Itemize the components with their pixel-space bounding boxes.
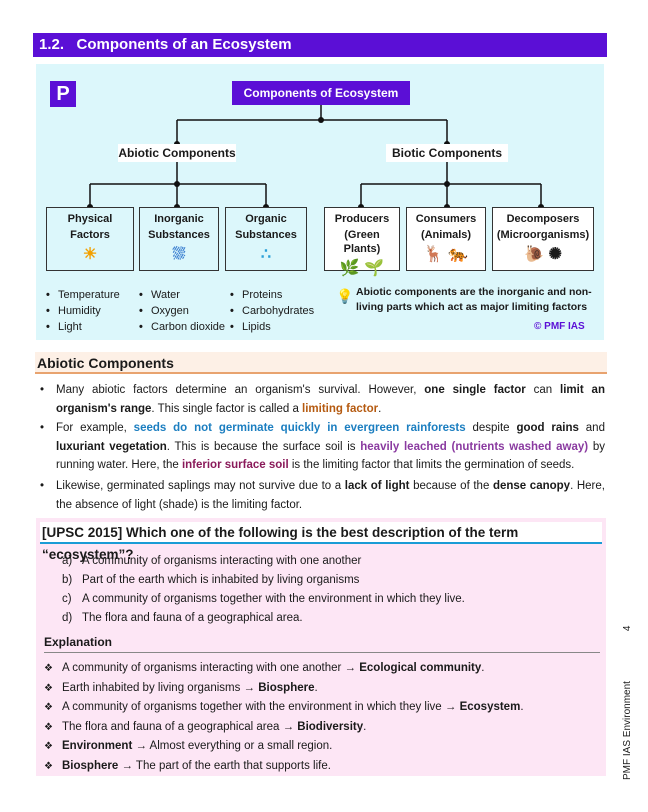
leaf-organic-substances: Organic Substances ∴ bbox=[225, 207, 307, 271]
section-header: 1.2. Components of an Ecosystem bbox=[33, 33, 607, 57]
leaf-line2: Substances bbox=[148, 229, 210, 241]
list-item: Earth inhabited by living organisms → Bi… bbox=[44, 679, 524, 699]
abiotic-node: Abiotic Components bbox=[118, 144, 236, 162]
leaf-consumers: Consumers (Animals) 🦌 🐅 bbox=[406, 207, 486, 271]
question-box: [UPSC 2015] Which one of the following i… bbox=[36, 518, 606, 776]
explanation-list: A community of organisms interacting wit… bbox=[44, 659, 524, 776]
leaf-line1: Decomposers bbox=[506, 213, 580, 225]
bullet-icon: • bbox=[40, 422, 45, 434]
leaf-line2: Factors bbox=[70, 229, 110, 241]
list-item: The flora and fauna of a geographical ar… bbox=[44, 718, 524, 738]
page-number: 4 bbox=[622, 625, 633, 632]
pmf-logo: P bbox=[50, 81, 76, 107]
leaf-line1: Inorganic bbox=[154, 213, 204, 225]
organic-list: Proteins Carbohydrates Lipids bbox=[230, 287, 314, 335]
options-list: a)A community of organisms interacting w… bbox=[62, 552, 465, 628]
option-c: c)A community of organisms together with… bbox=[62, 593, 465, 605]
lightbulb-icon: 💡 bbox=[336, 288, 354, 304]
leaf-line1: Producers bbox=[334, 213, 390, 225]
paragraph-2: • For example, seeds do not germinate qu… bbox=[40, 419, 605, 475]
leaf-line2: Substances bbox=[235, 229, 297, 241]
option-d: d)The flora and fauna of a geographical … bbox=[62, 612, 303, 624]
biotic-node: Biotic Components bbox=[386, 144, 508, 162]
list-item: Biosphere → The part of the earth that s… bbox=[44, 757, 524, 777]
book-title: PMF IAS Environment bbox=[622, 681, 633, 780]
leaf-line2: (Microorganisms) bbox=[496, 229, 590, 241]
list-item: Humidity bbox=[46, 303, 120, 319]
leaf-line1: Organic bbox=[245, 213, 287, 225]
list-item: Proteins bbox=[230, 287, 314, 303]
rain-cloud-icon: ⛆ bbox=[172, 246, 186, 263]
bullet-icon: • bbox=[40, 384, 45, 396]
copyright: © PMF IAS bbox=[534, 321, 585, 332]
list-item: A community of organisms together with t… bbox=[44, 698, 524, 718]
physical-factors-list: Temperature Humidity Light bbox=[46, 287, 120, 335]
paragraph-1: • Many abiotic factors determine an orga… bbox=[40, 381, 605, 418]
leaf-producers: Producers (Green Plants) 🌿 🌱 bbox=[324, 207, 400, 277]
root-node: Components of Ecosystem bbox=[232, 81, 410, 105]
list-item: Oxygen bbox=[139, 303, 225, 319]
weather-icon: ☀ bbox=[82, 246, 98, 263]
list-item: Lipids bbox=[230, 319, 314, 335]
leaf-line2: (Animals) bbox=[420, 229, 472, 241]
leaf-inorganic-substances: Inorganic Substances ⛆ bbox=[139, 207, 219, 271]
leaf-line1: Physical bbox=[67, 213, 113, 225]
section-title: Components of an Ecosystem bbox=[76, 36, 292, 53]
paragraph-3: • Likewise, germinated saplings may not … bbox=[40, 477, 605, 514]
inorganic-list: Water Oxygen Carbon dioxide bbox=[139, 287, 225, 335]
list-item: A community of organisms interacting wit… bbox=[44, 659, 524, 679]
animal-icon: 🦌 🐅 bbox=[423, 246, 469, 263]
page-footer: PMF IAS Environment 4 bbox=[622, 626, 633, 780]
abiotic-heading: Abiotic Components bbox=[35, 352, 607, 374]
leaf-decomposers: Decomposers (Microorganisms) 🐌 ✺ bbox=[492, 207, 594, 271]
leaf-line2: (Green Plants) bbox=[343, 229, 381, 255]
fungus-icon: 🐌 ✺ bbox=[524, 246, 562, 263]
abiotic-note: Abiotic components are the inorganic and… bbox=[356, 286, 592, 313]
section-number: 1.2. bbox=[39, 36, 65, 53]
list-item: Temperature bbox=[46, 287, 120, 303]
bullet-icon: • bbox=[40, 480, 45, 492]
list-item: Water bbox=[139, 287, 225, 303]
leaf-physical-factors: Physical Factors ☀ bbox=[46, 207, 134, 271]
question-title: [UPSC 2015] Which one of the following i… bbox=[40, 522, 602, 562]
plant-icon: 🌿 🌱 bbox=[339, 260, 385, 277]
option-a: a)A community of organisms interacting w… bbox=[62, 555, 362, 567]
ecosystem-diagram: P Components of Ecosystem Abiotic Compon… bbox=[36, 64, 604, 340]
option-b: b)Part of the earth which is inhabited b… bbox=[62, 574, 360, 586]
diagram-connectors bbox=[87, 105, 544, 210]
list-item: Carbon dioxide bbox=[139, 319, 225, 335]
explanation-title: Explanation bbox=[44, 635, 600, 653]
list-item: Light bbox=[46, 319, 120, 335]
molecule-icon: ∴ bbox=[260, 246, 272, 263]
leaf-line1: Consumers bbox=[415, 213, 477, 225]
list-item: Carbohydrates bbox=[230, 303, 314, 319]
list-item: Environment → Almost everything or a sma… bbox=[44, 737, 524, 757]
